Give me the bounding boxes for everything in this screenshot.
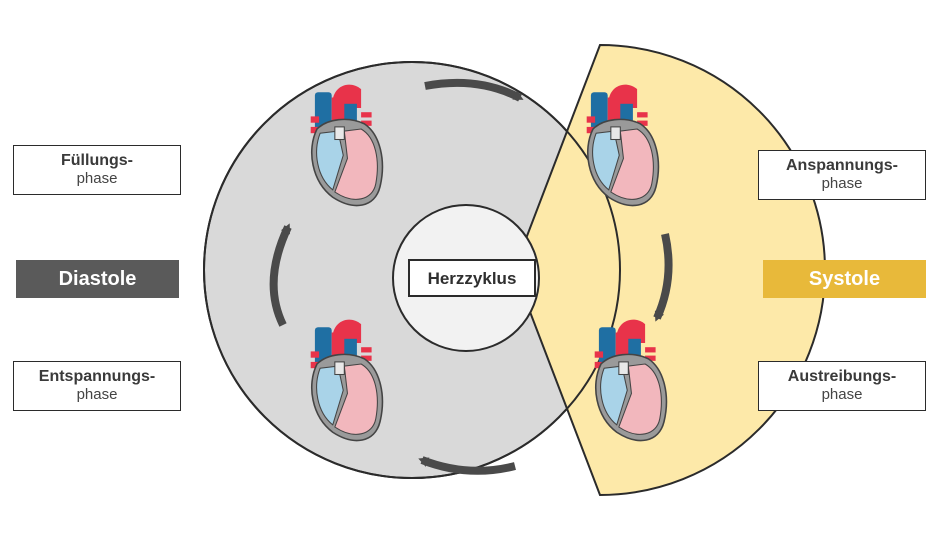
phase-entspannung-title: Entspannungs- (14, 368, 180, 386)
phase-austreibung: Austreibungs- phase (758, 361, 926, 411)
diastole-tag: Diastole (16, 260, 179, 298)
phase-entspannung: Entspannungs- phase (13, 361, 181, 411)
phase-fuellung: Füllungs- phase (13, 145, 181, 195)
phase-entspannung-sub: phase (14, 386, 180, 404)
phase-anspannung-title: Anspannungs- (759, 157, 925, 175)
phase-austreibung-title: Austreibungs- (759, 368, 925, 386)
phase-austreibung-sub: phase (759, 386, 925, 404)
phase-anspannung-sub: phase (759, 175, 925, 193)
phase-fuellung-sub: phase (14, 170, 180, 188)
systole-tag: Systole (763, 260, 926, 298)
center-label: Herzzyklus (428, 269, 517, 288)
phase-anspannung: Anspannungs- phase (758, 150, 926, 200)
phase-fuellung-title: Füllungs- (14, 152, 180, 170)
